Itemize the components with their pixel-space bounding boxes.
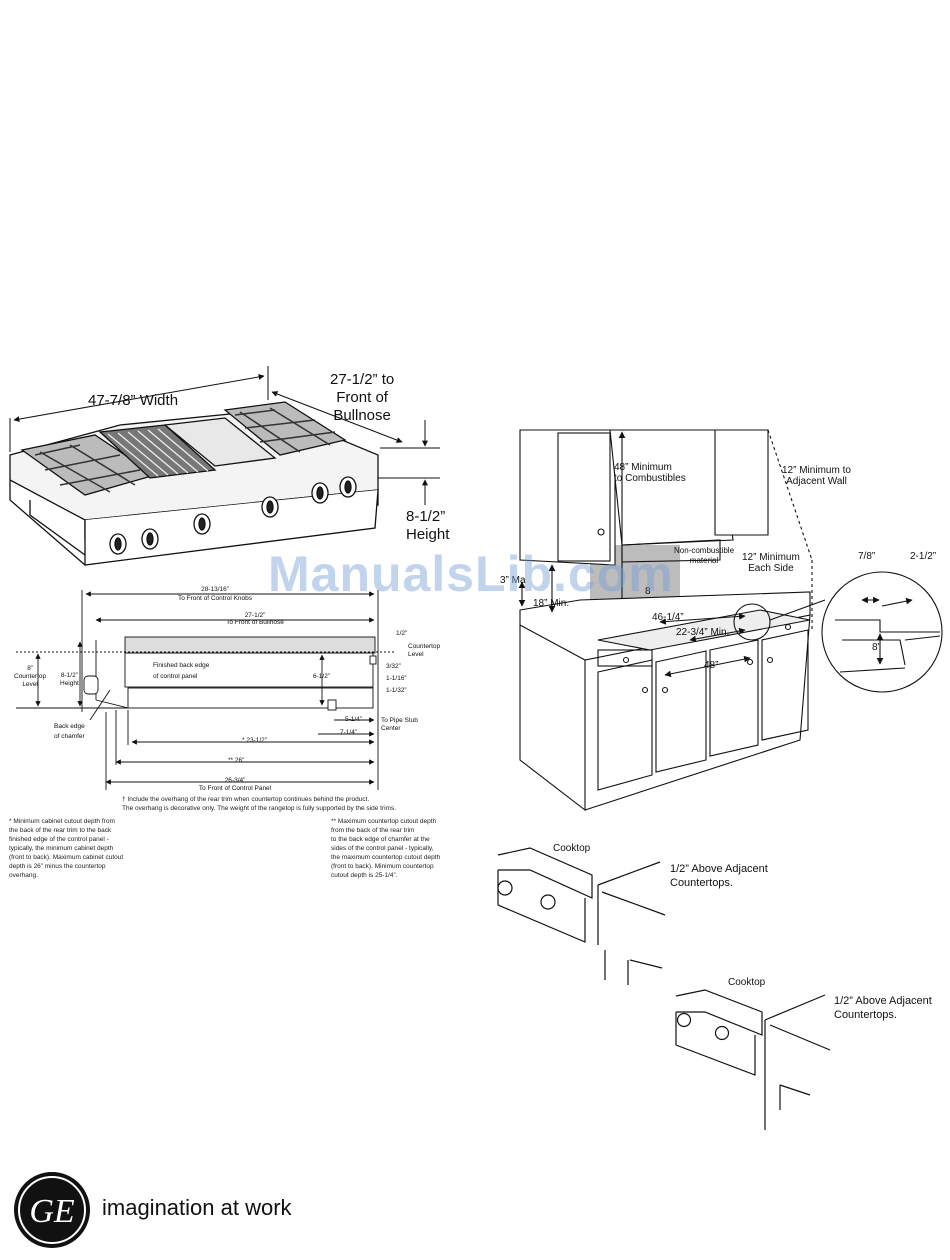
height-label: 8-1/2” Height [406, 508, 450, 543]
above-label-2: 1/2” Above Adjacent Countertops. [834, 995, 932, 1021]
dim-top: 28-13/16” [201, 586, 229, 593]
depth-label: 27-1/2” to Front of Bullnose [330, 371, 395, 424]
side-view-drawing [16, 590, 395, 790]
d-1-1-32: 1-1/32” [386, 687, 407, 694]
eight-fragment: 8 [645, 586, 651, 597]
d-26-3-4-sub: To Front of Control Panel [198, 785, 272, 792]
note-left: * Minimum cabinet cutout depth from the … [9, 818, 124, 879]
d-22-3-4: 22-3/4” Min. [676, 627, 730, 638]
cooktop-detail-2 [675, 989, 831, 1130]
tagline: imagination at work [102, 1195, 292, 1220]
adjacent-wall-label: 12” Minimum to Adjacent Wall [782, 465, 851, 487]
countertop-level-left: 8” Countertop Level [14, 665, 47, 688]
dim-top-sub: To Front of Control Knobs [177, 595, 253, 602]
installation-diagram [518, 429, 943, 812]
detail-2-1-2: 2-1/2” [910, 551, 937, 562]
d-26-3-4: 26-3/4” [224, 777, 246, 784]
ge-logo-icon: GE [14, 1172, 90, 1248]
cooktop-label-1: Cooktop [553, 843, 591, 854]
countertop-level-right: Countertop Level [408, 643, 441, 658]
above-label-1: 1/2” Above Adjacent Countertops. [670, 863, 768, 889]
half-inch-label: 1/2” [396, 630, 408, 637]
note-right: ** Maximum countertop cutout depth from … [331, 818, 441, 879]
d-46-1-4: 46-1/4” [652, 612, 684, 623]
d-1-1-16: 1-1/16” [386, 675, 407, 682]
d-23-1-2: * 23-1/2” [242, 737, 267, 744]
detail-7-8: 7/8” [858, 551, 876, 562]
cooktop-label-2: Cooktop [728, 977, 766, 988]
six-half-label: 6-1/2” [313, 673, 330, 680]
svg-text:GE: GE [29, 1193, 75, 1230]
d-5-1-4: 5-1/4” [345, 716, 362, 723]
eighteen-min-label: 18” Min. [533, 598, 570, 609]
pipe-stub-label: To Pipe Stub Center [381, 717, 418, 732]
d-3-32: 3/32” [386, 663, 401, 670]
min-combustibles-label: 48” Minimum to Combustibles [614, 462, 686, 484]
watermark: ManualsLib.com [268, 546, 674, 602]
back-edge-label: Back edge of chamfer [54, 723, 85, 740]
dim-second-sub: To Front of Bullnose [226, 619, 284, 626]
side-height-label: 8-1/2” Height [60, 672, 79, 687]
detail-8: 8” [872, 642, 881, 653]
width-label: 47-7/8” Width [88, 392, 179, 409]
cooktop-isometric [9, 366, 440, 566]
each-side-label: 12” Minimum Each Side [742, 552, 800, 574]
non-combustible-label: Non-combustible material [674, 546, 735, 565]
finished-back-label: Finished back edge of control panel [153, 662, 210, 680]
cooktop-detail-1 [497, 847, 666, 985]
d-26: ** 26” [228, 757, 245, 764]
footnote: † Include the overhang of the rear trim … [122, 796, 396, 812]
three-max-label: 3” Ma [500, 575, 526, 586]
d-7-1-4: 7-1/4” [340, 729, 357, 736]
dim-second: 27-1/2” [244, 612, 266, 619]
d-48: 48” [704, 660, 719, 671]
